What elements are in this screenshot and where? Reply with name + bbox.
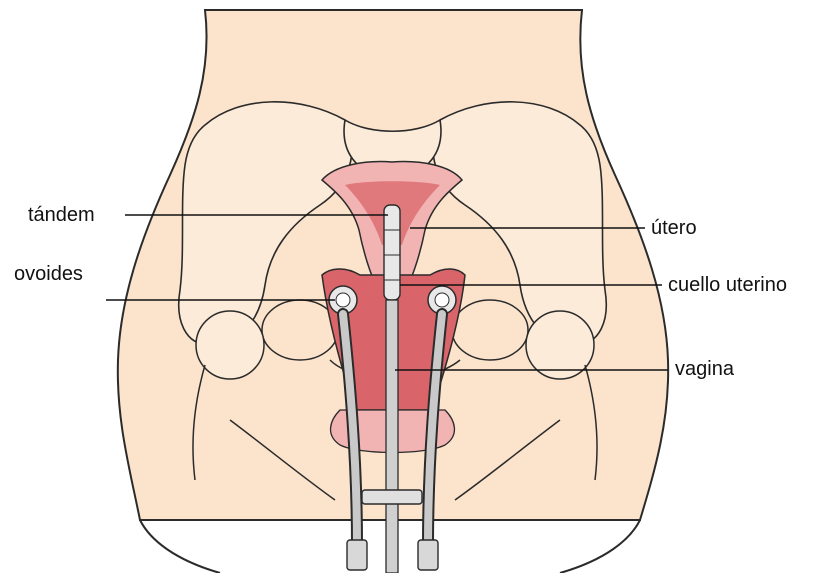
left-femoral-head: [196, 311, 264, 379]
label-tandem: tándem: [28, 205, 95, 225]
right-femoral-head: [526, 311, 594, 379]
left-thigh-line: [140, 520, 220, 573]
left-ovoid-inner: [336, 293, 350, 307]
tandem-shaft: [386, 300, 398, 573]
tandem-rod: [384, 205, 400, 300]
applicator-clamp: [362, 490, 422, 504]
left-handle-cap: [347, 540, 367, 570]
right-ovoid-inner: [435, 293, 449, 307]
label-cuello-uterino: cuello uterino: [668, 275, 787, 295]
label-vagina: vagina: [675, 359, 734, 379]
right-thigh-line: [560, 520, 640, 573]
right-handle-cap: [418, 540, 438, 570]
label-ovoides: ovoides: [14, 264, 83, 284]
label-utero: útero: [651, 218, 697, 238]
